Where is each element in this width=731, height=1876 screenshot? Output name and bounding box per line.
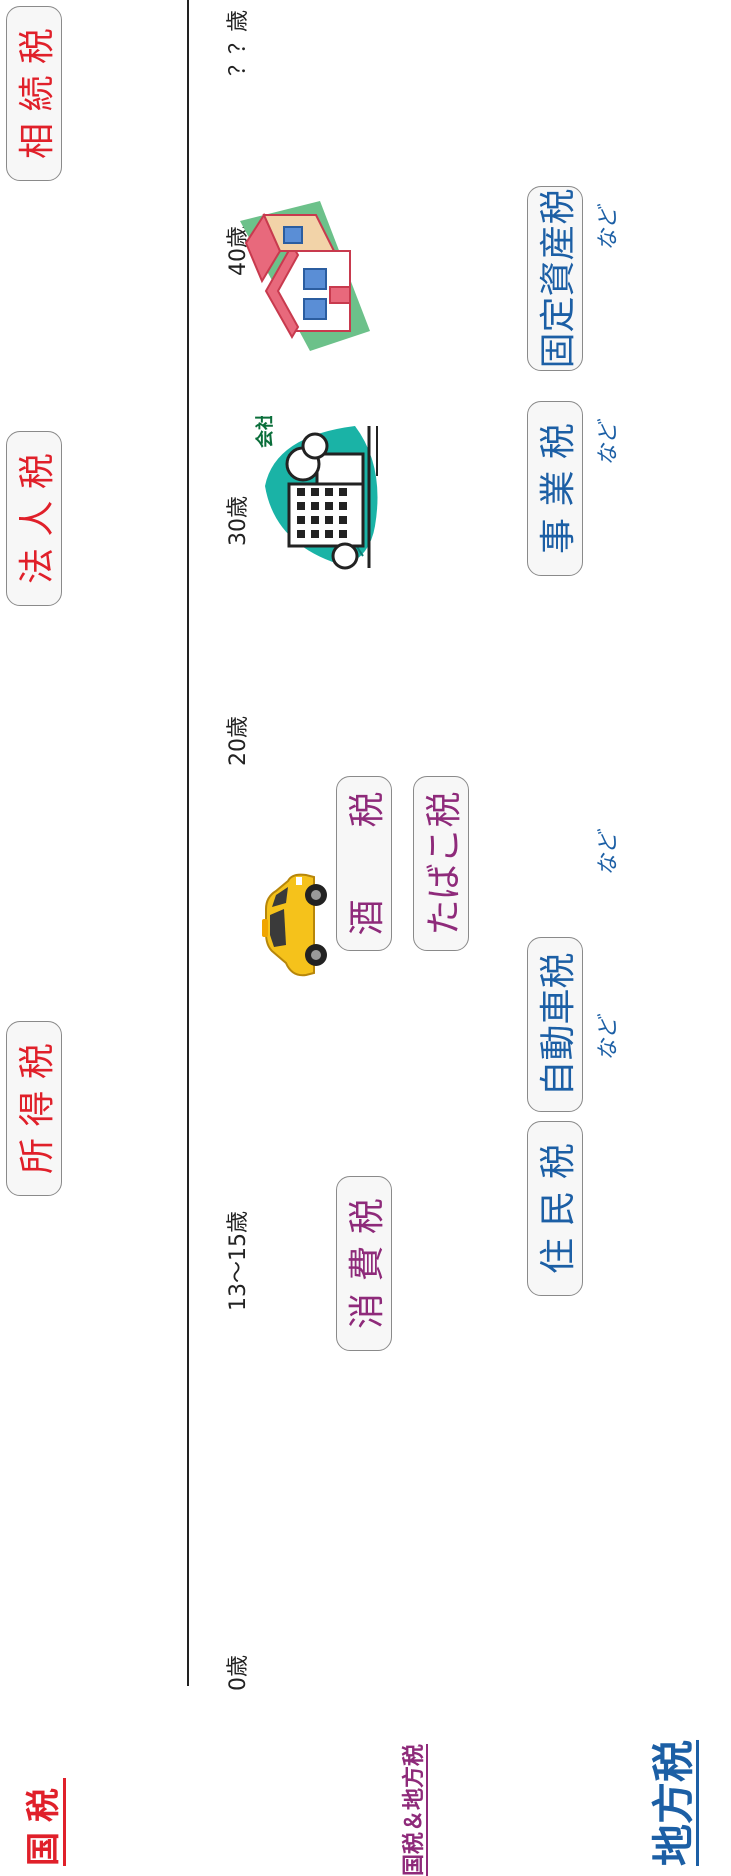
age-label: 20歳 bbox=[226, 716, 251, 766]
timeline-line bbox=[187, 0, 189, 1686]
national-and-local-tax-heading: 国税＆地方税 bbox=[402, 1743, 427, 1876]
inheritance-tax-box: 相 続 税 bbox=[6, 6, 62, 181]
house-icon bbox=[240, 201, 370, 351]
age-label: ？？歳 bbox=[226, 9, 251, 76]
local-tax-heading: 地方税 bbox=[649, 1739, 698, 1866]
company-label: 会社 bbox=[254, 416, 276, 448]
nado-label: など bbox=[596, 831, 621, 876]
company-building-icon: 会社 bbox=[254, 416, 378, 570]
consumption-tax-box: 消 費 税 bbox=[336, 1176, 392, 1351]
property-tax-box: 固定資産税 bbox=[527, 186, 583, 371]
automobile-tax-box: 自動車税 bbox=[527, 937, 583, 1112]
car-icon bbox=[262, 873, 327, 977]
nado-label: など bbox=[596, 206, 621, 251]
corporate-tax-box: 法 人 税 bbox=[6, 431, 62, 606]
resident-tax-box: 住 民 税 bbox=[527, 1121, 583, 1296]
liquor-tax-box: 酒 税 bbox=[336, 776, 392, 951]
business-tax-box: 事 業 税 bbox=[527, 401, 583, 576]
income-tax-box: 所 得 税 bbox=[6, 1021, 62, 1196]
age-label: 0歳 bbox=[226, 1655, 251, 1691]
age-label: 13〜15歳 bbox=[226, 1211, 251, 1311]
tobacco-tax-box: たばこ税 bbox=[413, 776, 469, 951]
national-tax-heading: 国税 bbox=[24, 1778, 64, 1866]
nado-label: など bbox=[596, 1016, 621, 1061]
nado-label: など bbox=[596, 421, 621, 466]
